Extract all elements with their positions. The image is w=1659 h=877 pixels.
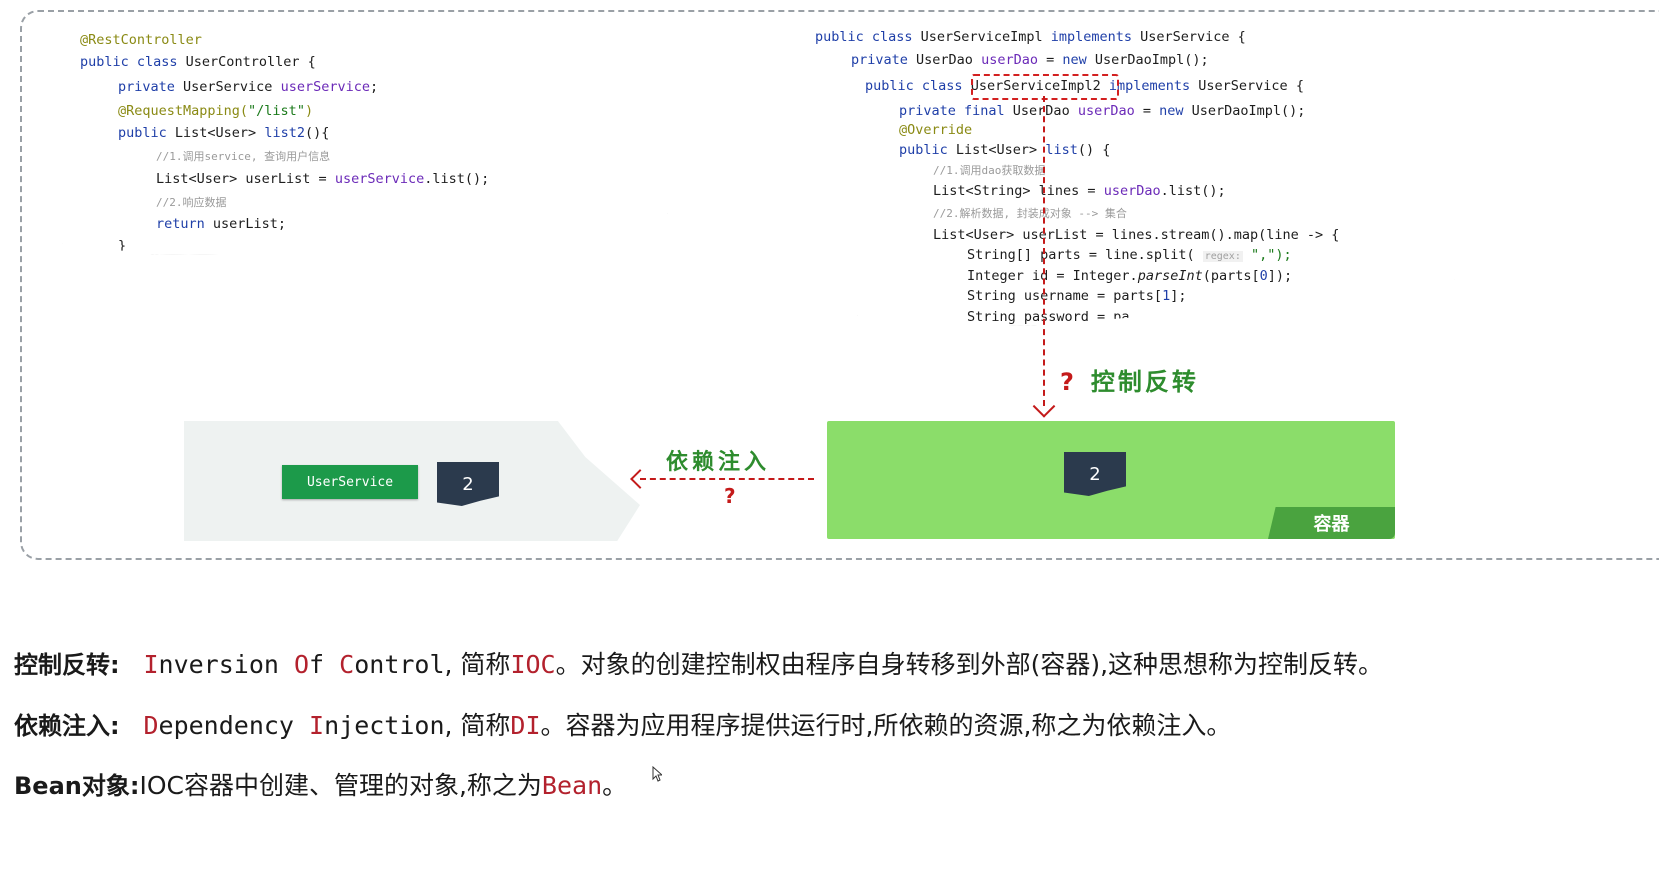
code-line: String[] parts = line.split( regex: ",")… xyxy=(967,247,1292,263)
code-line: String password = pa xyxy=(967,309,1130,325)
definition-desc: 。容器为应用程序提供运行时,所依赖的资源,称之为依赖注入。 xyxy=(540,711,1232,740)
definition-abbr: Bean xyxy=(541,771,603,800)
definition-di: 依赖注入: Dependency Injection, 简称DI。容器为应用程序… xyxy=(14,711,1232,740)
code-line: private UserDao userDao = new UserDaoImp… xyxy=(851,52,1209,68)
code-line: List<User> userList = userService.list()… xyxy=(156,171,490,187)
definition-abbr: IOC xyxy=(510,650,556,679)
code-line: List<User> userList = lines.stream().map… xyxy=(933,227,1340,243)
code-comment: //2.响应数据 xyxy=(156,196,227,209)
code-comment: //1.调用dao获取数据 xyxy=(933,164,1046,177)
code-line: @RestController xyxy=(80,32,202,48)
di-label: 依赖注入 xyxy=(666,450,771,475)
definition-ioc: 控制反转: Inversion Of Control, 简称IOC。对象的创建控… xyxy=(14,650,1384,679)
ioc-arrow-line xyxy=(1043,96,1045,406)
di-question-mark: ? xyxy=(724,484,736,508)
code-line: private final UserDao userDao = new User… xyxy=(899,103,1306,119)
code-line: @Override xyxy=(899,122,973,138)
code-line: Integer id = Integer.parseInt(parts[0]); xyxy=(967,268,1293,284)
definition-desc: IOC容器中创建、管理的对象,称之为 xyxy=(139,771,542,800)
code-line: @RequestMapping("/list") xyxy=(118,103,314,119)
class-name-highlight-box xyxy=(971,74,1119,100)
container-object-tag: 2 xyxy=(1064,452,1126,496)
definition-desc: 。对象的创建控制权由程序自身转移到外部(容器),这种思想称为控制反转。 xyxy=(555,650,1384,679)
code-line: return userList; xyxy=(156,216,287,232)
mouse-cursor-icon xyxy=(652,766,662,782)
code-line: public List<User> list2(){ xyxy=(118,125,330,141)
definition-english: Inversion Of Control xyxy=(143,650,445,679)
code-comment: //2.解析数据, 封装成对象 --> 集合 xyxy=(933,207,1127,220)
definition-term: 依赖注入: xyxy=(14,712,120,740)
code-line: public class UserServiceImpl implements … xyxy=(815,29,1246,45)
definition-term: Bean对象: xyxy=(14,772,140,800)
code-line: public class UserServiceImpl2 implements… xyxy=(865,78,1304,94)
definition-bean: Bean对象:IOC容器中创建、管理的对象,称之为Bean。 xyxy=(14,771,628,800)
code-line: } xyxy=(118,238,127,254)
injected-object-tag: 2 xyxy=(437,462,499,506)
code-line: public class UserController { xyxy=(80,54,316,70)
diagram-frame xyxy=(20,10,1659,560)
container-label: 容器 xyxy=(1268,507,1395,539)
code-comment: //1.调用service, 查询用户信息 xyxy=(156,150,331,163)
code-line: List<String> lines = userDao.list(); xyxy=(933,183,1226,199)
user-service-tag: UserService xyxy=(282,465,418,499)
user-service-impl2-code: public class UserServiceImpl2 implements… xyxy=(857,70,1455,326)
code-line: private UserService userService; xyxy=(118,79,379,95)
code-line: String username = parts[1]; xyxy=(967,288,1187,304)
definition-term: 控制反转: xyxy=(14,651,120,679)
ioc-label: ?控制反转 xyxy=(1060,368,1199,396)
user-controller-code: @RestController public class UserControl… xyxy=(62,25,668,255)
class-name-highlight: UserServiceImpl2 xyxy=(970,78,1101,94)
definition-english: Dependency Injection xyxy=(143,711,445,740)
code-line: public List<User> list() { xyxy=(899,142,1111,158)
di-arrow-line xyxy=(640,478,814,480)
definition-abbr: DI xyxy=(510,711,541,740)
